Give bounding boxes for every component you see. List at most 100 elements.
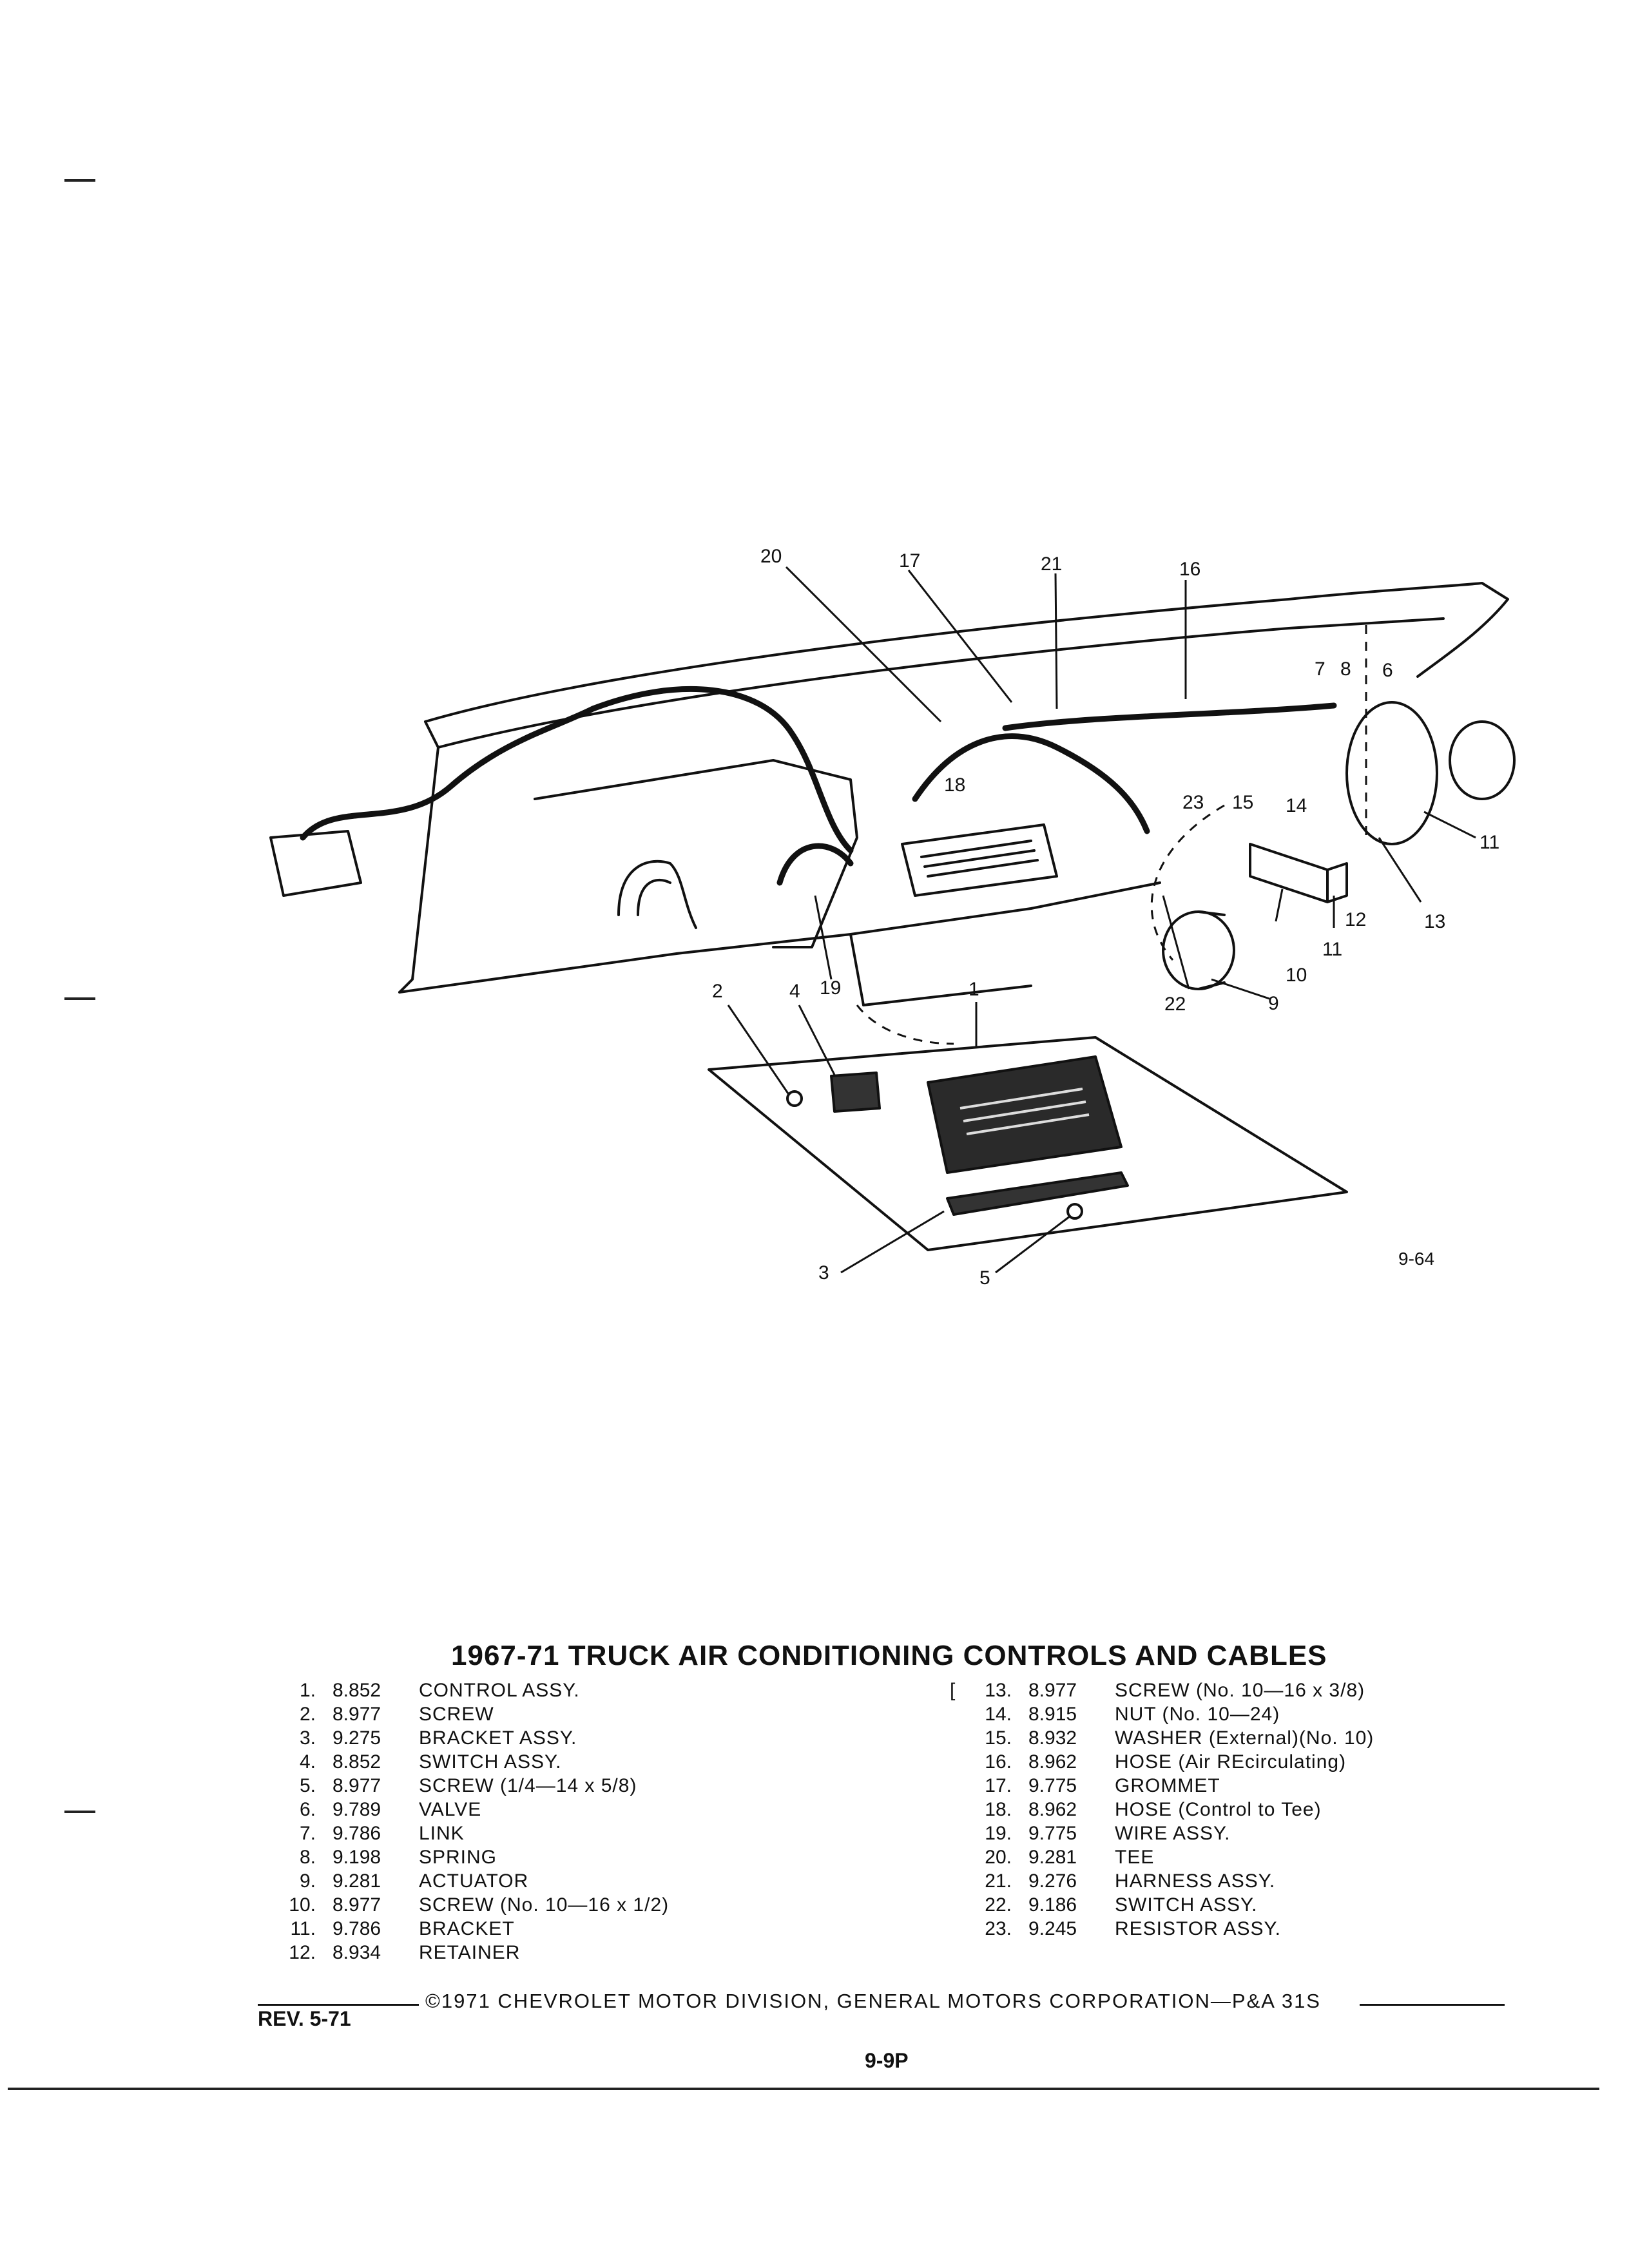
- hose-air-recirculating: [1002, 702, 1337, 731]
- part-desc: WASHER (External)(No. 10): [1115, 1727, 1374, 1749]
- part-no: 6.: [299, 1799, 316, 1820]
- wire-assy: [776, 843, 854, 886]
- callout-number: 17: [899, 550, 920, 572]
- dashboard-panel: [637, 878, 671, 916]
- callout-number: 4: [789, 981, 800, 1002]
- part-no: 23.: [985, 1918, 1012, 1939]
- part-desc: HARNESS ASSY.: [1115, 1870, 1276, 1892]
- switch-assy: [830, 1072, 881, 1113]
- part-no: 13.: [985, 1680, 1012, 1701]
- part-ref: 9.186: [1028, 1894, 1077, 1916]
- part-desc: BRACKET ASSY.: [419, 1727, 577, 1749]
- callout-number: 5: [979, 1267, 990, 1289]
- part-no: 1.: [299, 1680, 316, 1701]
- control-assy-installed: [901, 823, 1058, 897]
- part-row: 20. 9.281 TEE: [967, 1845, 1547, 1869]
- part-row: 16. 8.962 HOSE (Air REcirculating): [967, 1750, 1547, 1774]
- part-ref: 9.786: [333, 1918, 381, 1939]
- part-ref: 8.962: [1028, 1799, 1077, 1820]
- part-desc: CONTROL ASSY.: [419, 1680, 580, 1701]
- callout-number: 2: [712, 981, 723, 1002]
- callout-number: 7: [1315, 658, 1325, 680]
- part-no: 4.: [299, 1751, 316, 1773]
- part-no: 20.: [985, 1847, 1012, 1868]
- callout-number: 19: [820, 977, 841, 999]
- callout-number: 8: [1340, 658, 1351, 680]
- part-desc: SWITCH ASSY.: [1115, 1894, 1258, 1916]
- callout-number: 14: [1286, 795, 1307, 816]
- control-assy: [959, 1088, 1090, 1135]
- part-desc: HOSE (Control to Tee): [1115, 1799, 1322, 1820]
- part-no: 16.: [985, 1751, 1012, 1773]
- part-ref: 8.962: [1028, 1751, 1077, 1773]
- part-desc: ACTUATOR: [419, 1870, 529, 1892]
- part-no: 18.: [985, 1799, 1012, 1820]
- part-desc: RESISTOR ASSY.: [1115, 1918, 1281, 1939]
- actuator: [1197, 910, 1226, 990]
- part-ref: 9.775: [1028, 1823, 1077, 1844]
- callout-number: 11: [1480, 832, 1499, 853]
- figure-code: 9-64: [1398, 1249, 1434, 1269]
- part-desc: GROMMET: [1115, 1775, 1220, 1796]
- valve-housing: [1449, 720, 1516, 800]
- part-ref: 9.789: [333, 1799, 381, 1820]
- part-no: 15.: [985, 1727, 1012, 1749]
- part-desc: RETAINER: [419, 1942, 521, 1963]
- screw: [786, 1090, 803, 1107]
- part-ref: 8.977: [333, 1775, 381, 1796]
- part-row: 10. 8.977 SCREW (No. 10—16 x 1/2): [271, 1893, 915, 1917]
- dashboard-panel: [849, 933, 1032, 1006]
- part-ref: 9.281: [333, 1870, 381, 1892]
- part-desc: SCREW (No. 10—16 x 1/2): [419, 1894, 670, 1916]
- screw: [1066, 1203, 1083, 1220]
- part-row: 3. 9.275 BRACKET ASSY.: [271, 1726, 915, 1750]
- dashboard-panel: [398, 881, 1161, 994]
- actuator: [1162, 910, 1235, 990]
- dashed-guide: [1150, 804, 1225, 961]
- copyright-line: ©1971 CHEVROLET MOTOR DIVISION, GENERAL …: [425, 1990, 1321, 2012]
- callout-number: 21: [1041, 553, 1062, 575]
- part-ref: 9.275: [333, 1727, 381, 1749]
- dashboard-outline: [398, 720, 439, 994]
- part-ref: 9.281: [1028, 1847, 1077, 1868]
- part-desc: BRACKET: [419, 1918, 515, 1939]
- part-ref: 8.915: [1028, 1704, 1077, 1725]
- part-desc: SCREW (No. 10—16 x 3/8): [1115, 1680, 1365, 1701]
- left-component: [269, 830, 362, 897]
- part-row: 11. 9.786 BRACKET: [271, 1917, 915, 1941]
- part-desc: HOSE (Air REcirculating): [1115, 1751, 1347, 1773]
- footer-rule-left: [258, 2004, 419, 2006]
- part-desc: SCREW: [419, 1704, 494, 1725]
- part-no: 10.: [289, 1894, 316, 1916]
- part-desc: VALVE: [419, 1799, 482, 1820]
- callout-number: 18: [944, 774, 965, 796]
- part-no: 14.: [985, 1704, 1012, 1725]
- part-desc: SCREW (1/4—14 x 5/8): [419, 1775, 637, 1796]
- control-assy-installed: [920, 840, 1039, 878]
- margin-mark: [64, 179, 95, 182]
- part-bracket: [: [950, 1680, 956, 1701]
- part-ref: 8.932: [1028, 1727, 1077, 1749]
- part-no: 3.: [299, 1727, 316, 1749]
- part-no: 11.: [290, 1918, 316, 1939]
- margin-mark: [64, 1811, 95, 1813]
- callout-number: 6: [1382, 660, 1393, 681]
- bracket: [1249, 843, 1348, 903]
- dashboard-panel: [534, 759, 858, 948]
- part-ref: 8.977: [333, 1894, 381, 1916]
- dashboard-outline: [437, 617, 1445, 749]
- part-no: 8.: [299, 1847, 316, 1868]
- hose-control-to-tee: [912, 733, 1150, 834]
- part-desc: TEE: [1115, 1847, 1155, 1868]
- callout-number: 10: [1286, 965, 1307, 986]
- bottom-rule: [8, 2088, 1599, 2090]
